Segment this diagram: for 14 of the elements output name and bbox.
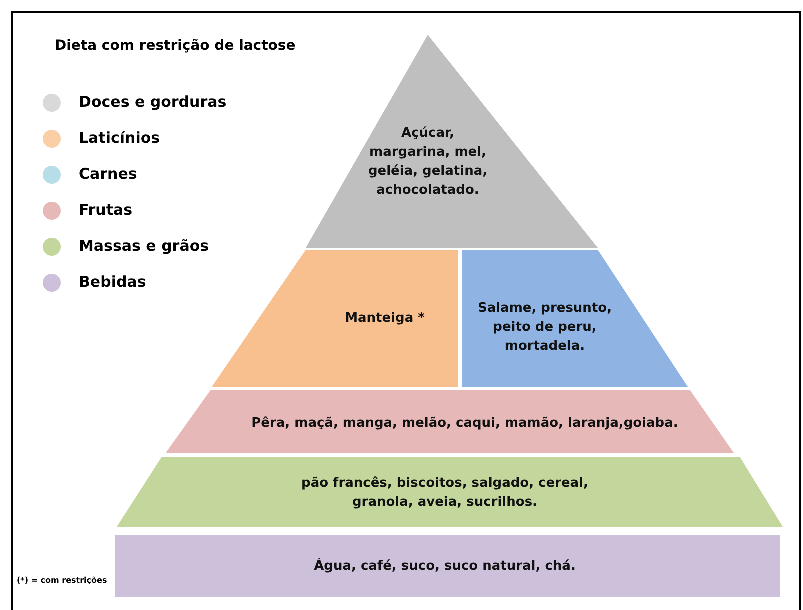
legend-label: Doces e gorduras	[79, 93, 227, 111]
food-list: Salame, presunto, peito de peru, mortadela.	[470, 298, 620, 356]
title: Dieta com restrição de lactose	[55, 38, 296, 54]
food-list: Pêra, maçã, manga, melão, caqui, mamão, laranja,goiaba.	[252, 414, 678, 432]
legend-label: Carnes	[79, 165, 138, 183]
legend-label: Laticínios	[79, 129, 160, 147]
footnote: (*) = com restrições	[17, 576, 108, 585]
food-list: Água, café, suco, suco natural, chá.	[314, 556, 576, 576]
legend-label: Frutas	[79, 201, 133, 219]
legend-label: Massas e grãos	[79, 237, 210, 255]
food-list: pão francês, biscoitos, salgado, cereal, granola, aveia, sucrilhos.	[300, 474, 590, 512]
legend-label: Bebidas	[79, 273, 146, 291]
food-list: Manteiga *	[345, 308, 425, 328]
food-list: Açúcar, margarina, mel, geléia, gelatina, achocolatado.	[360, 124, 496, 200]
